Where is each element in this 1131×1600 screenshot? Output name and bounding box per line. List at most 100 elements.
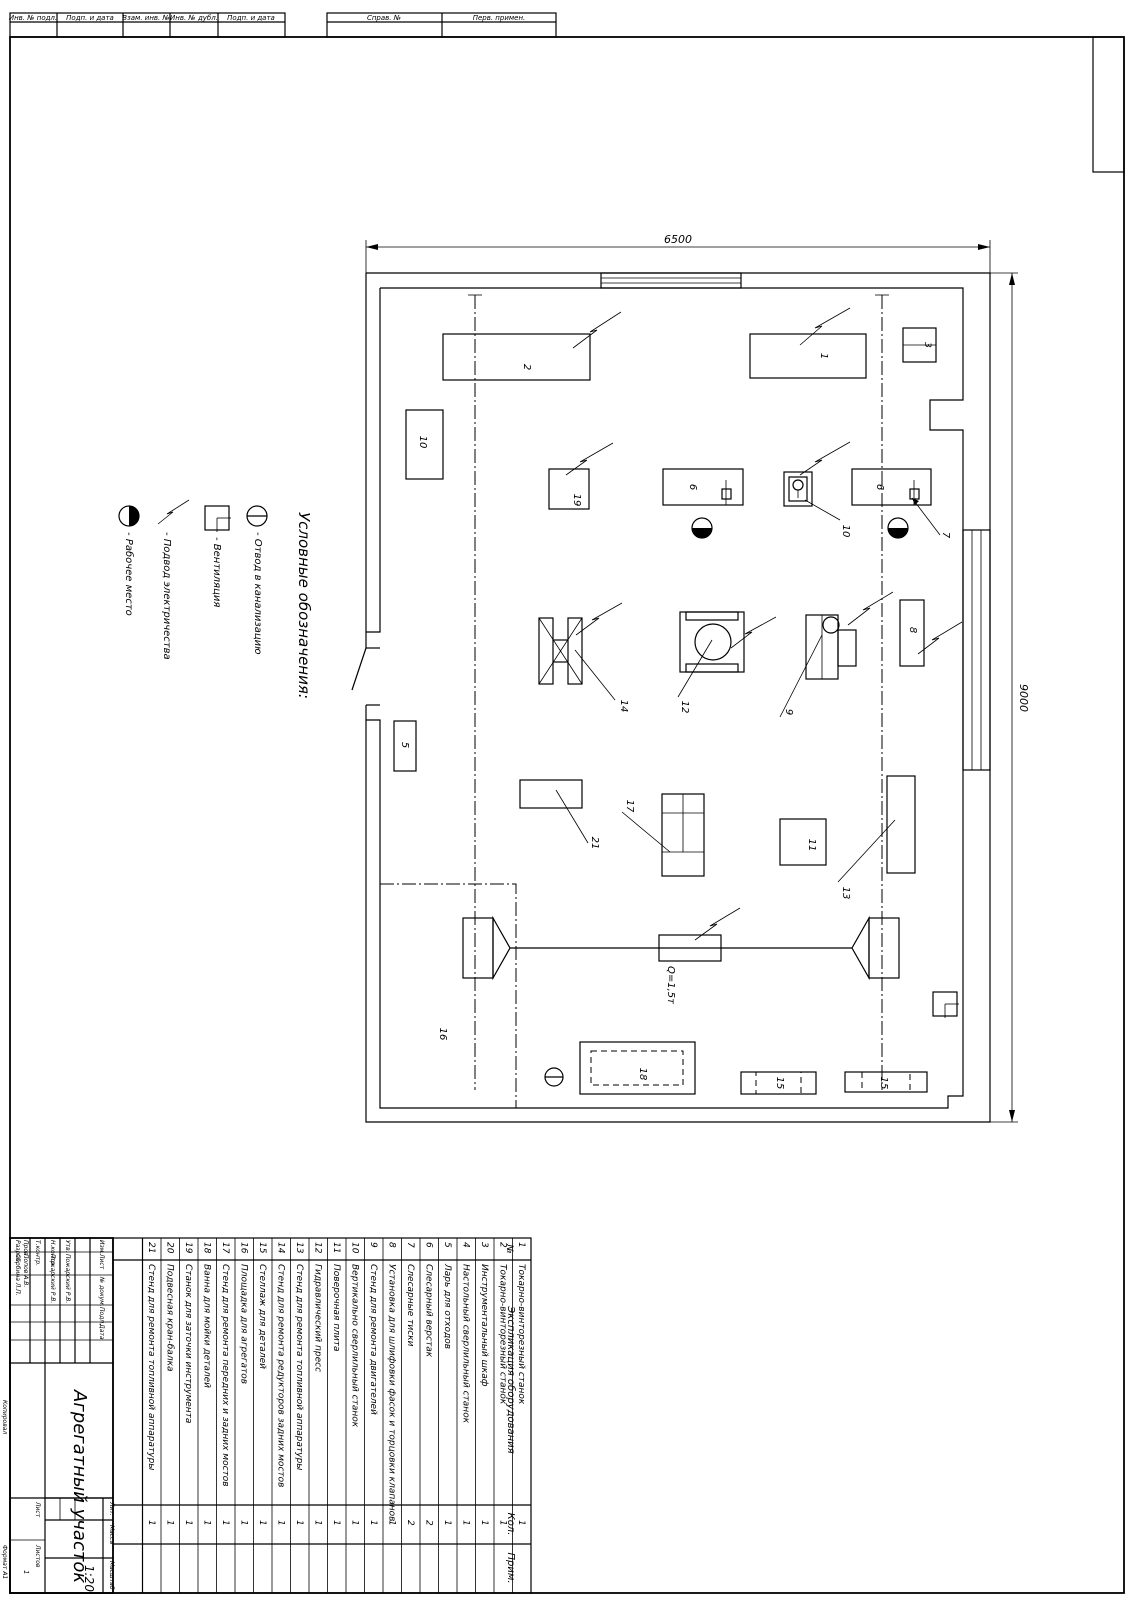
spec-row-name: Стенд для ремонта редукторов задних мост… <box>275 1264 285 1487</box>
spec-row-name: Инструментальный шкаф <box>479 1264 489 1387</box>
door <box>351 647 367 691</box>
spec-row-qty: 1 <box>312 1520 322 1526</box>
equipment-6b: 6 <box>851 468 932 506</box>
format-label: Формат А1 <box>1 1545 8 1579</box>
spec-table: № Экспликация оборудования Кол. Прим. 1Т… <box>112 1237 532 1594</box>
spec-row-name: Подвесная кран-балка <box>164 1264 174 1372</box>
spec-row-name: Ларь для отходов <box>442 1263 452 1349</box>
sign-col: Дата <box>98 1323 105 1340</box>
svg-text:7: 7 <box>940 532 951 539</box>
spec-row-name: Площадка для агрегатов <box>238 1264 248 1384</box>
crane-beam: Q=1,5т <box>462 915 900 1005</box>
svg-text:14: 14 <box>618 700 629 713</box>
spec-row-name: Слесарный верстак <box>423 1264 433 1358</box>
outer-wall <box>365 272 991 1123</box>
spec-row-name: Стеллаж для деталей <box>257 1264 267 1369</box>
stamp-cell: Инв. № подл. <box>9 14 57 22</box>
spec-row-num: 14 <box>275 1242 285 1254</box>
spec-row-qty: 1 <box>164 1520 174 1526</box>
equipment-14: 14 <box>538 617 629 713</box>
equipment-19: 19 <box>548 468 590 510</box>
zone-label: 16 <box>437 1028 448 1041</box>
spec-row-name: Установка для шлифовки фасок и торцовки … <box>386 1264 396 1521</box>
spec-row-name: Слесарные тиски <box>405 1264 415 1347</box>
top-stamp-left: Инв. № подл. Подп. и дата Взам. инв. № И… <box>9 12 286 38</box>
spec-row-name: Стенд для ремонта двигателей <box>368 1264 378 1415</box>
spec-row-qty: 1 <box>201 1520 211 1526</box>
spec-row-name: Ванна для мойки деталей <box>201 1264 211 1388</box>
spec-row-num: 19 <box>183 1242 193 1254</box>
equipment-5: 5 <box>393 720 417 772</box>
side-stamp <box>1092 36 1125 173</box>
workplace-icon <box>691 517 909 539</box>
role-label: Разраб. <box>14 1240 21 1264</box>
equipment-2: 2 <box>442 333 591 381</box>
power-icon <box>157 499 190 525</box>
stamp-cell: Перв. примен. <box>473 14 526 22</box>
legend: Условные обозначения: - Отвод в канализа… <box>118 499 313 699</box>
spec-row-num: 17 <box>220 1242 230 1254</box>
spec-row-qty: 1 <box>331 1520 341 1526</box>
svg-text:21: 21 <box>589 837 600 850</box>
spec-header-qty: Кол. <box>505 1513 516 1536</box>
role-label: Пров. <box>22 1240 29 1258</box>
spec-row-num: 6 <box>423 1242 433 1248</box>
sheets-label: Листов <box>34 1544 41 1568</box>
mass-label: Масса <box>108 1525 115 1544</box>
stamp-cell: Взам. инв. № <box>122 14 170 22</box>
svg-text:2: 2 <box>521 364 532 370</box>
equipment-11: 11 <box>779 818 827 866</box>
name-label: Попов А.В. <box>22 1254 29 1287</box>
spec-row-num: 15 <box>257 1242 267 1254</box>
spec-row-name: Настольный сверлильный станок <box>460 1264 470 1424</box>
equipment-9: 9 <box>779 614 857 718</box>
sheets-value: 1 <box>22 1570 30 1574</box>
spec-row-qty: 1 <box>238 1520 248 1526</box>
legend-item: - Рабочее место <box>123 532 135 616</box>
equipment-8: 8 <box>899 599 925 667</box>
svg-text:10: 10 <box>417 436 428 449</box>
spec-header-note: Прим. <box>505 1552 516 1583</box>
sheet-label: Лист <box>34 1501 41 1518</box>
equipment-17: 17 <box>621 793 705 877</box>
name-label: Пожарский Р.В. <box>64 1254 71 1303</box>
equipment-3: 3 <box>902 327 937 363</box>
spec-row-qty: 1 <box>497 1520 507 1526</box>
sign-col: Лист <box>98 1253 105 1270</box>
svg-text:9: 9 <box>783 709 794 715</box>
spec-row-qty: 1 <box>183 1520 193 1526</box>
sign-col: Изм. <box>98 1240 105 1254</box>
name-label: Пожарский Р.В. <box>49 1254 56 1303</box>
width-dimension: 6500 <box>664 233 692 246</box>
spec-header-num: № <box>504 1243 514 1253</box>
window-right <box>962 529 991 771</box>
spec-row-name: Токарно-винторезный станок <box>497 1264 507 1405</box>
workplace-icon <box>118 505 140 527</box>
copy-label: Копировал <box>1 1400 8 1434</box>
spec-row-qty: 1 <box>368 1520 378 1526</box>
spec-row-name: Стенд для ремонта топливной аппаратуры <box>294 1264 304 1470</box>
scale-value: 1:20 <box>82 1565 96 1592</box>
spec-row-num: 2 <box>497 1242 507 1248</box>
svg-text:10: 10 <box>840 525 851 538</box>
floor-plan: 6500 9000 16 <box>351 233 1030 1123</box>
spec-row-qty: 1 <box>442 1520 452 1526</box>
svg-text:13: 13 <box>840 887 851 900</box>
spec-row-qty: 1 <box>460 1520 470 1526</box>
spec-row-name: Стенд для ремонта передних и задних мост… <box>220 1264 230 1487</box>
stamp-cell: Справ. № <box>367 14 401 22</box>
equipment-10-box: 10 <box>405 409 444 480</box>
role-label: Н.контр. <box>49 1240 56 1267</box>
spec-row-qty: 1 <box>516 1520 526 1526</box>
spec-row-num: 10 <box>349 1242 359 1254</box>
svg-text:12: 12 <box>679 701 690 714</box>
equipment-15a: 15 <box>740 1071 817 1095</box>
spec-row-qty: 2 <box>405 1520 415 1526</box>
stamp-cell: Подп. и дата <box>66 14 114 22</box>
svg-text:8: 8 <box>907 627 918 633</box>
spec-row-qty: 1 <box>275 1520 285 1526</box>
spec-row-num: 7 <box>405 1242 415 1248</box>
equipment-15b: 15 <box>844 1071 928 1093</box>
sign-col: № докум. <box>98 1276 105 1307</box>
spec-row-num: 5 <box>442 1242 452 1248</box>
